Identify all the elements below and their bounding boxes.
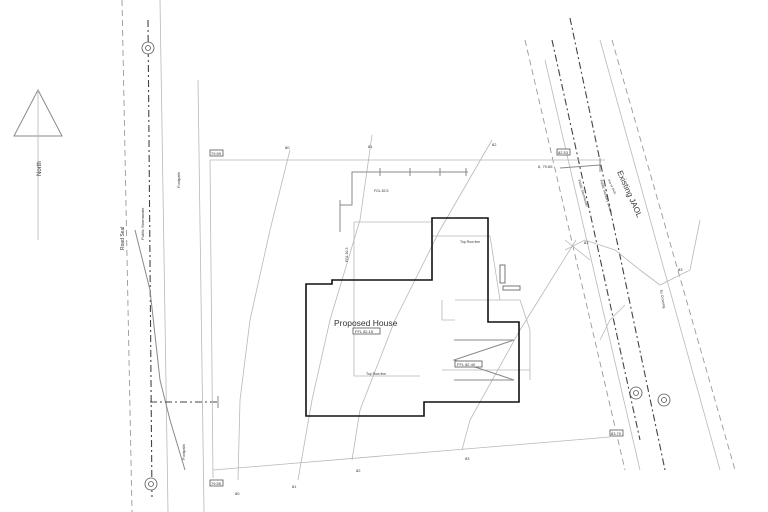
public-stormwater-right-label: Public Stormwater (577, 179, 589, 208)
existing-jaol-label: Existing JAOL (615, 169, 644, 219)
ffl-main-label: FFL 82.15 (355, 329, 374, 334)
ex-crossing-label: Ex Crossing (659, 289, 666, 308)
contour-81-top: 81 (368, 144, 373, 149)
stormwater-main-right (551, 39, 641, 441)
fgl-side-label: FGL 82.3 (345, 247, 349, 262)
top-row-line-lower: Top Row line (366, 372, 386, 376)
contour-labels: 80 81 82 83 83 80 81 82 83 (235, 142, 683, 496)
level-tl: 79.59 (211, 151, 222, 156)
contour-82-top: 82 (492, 142, 497, 147)
north-arrow: North (13, 88, 63, 240)
jaol-corridor-right: Existing JAOL line of JAOL Public Stormw… (524, 17, 736, 471)
public-stormwater-left-label: Public Stormwater (140, 207, 145, 240)
fgl-upper-label: FGL 82.5 (374, 189, 389, 193)
ffl-garage-label: FFL 82.40 (457, 362, 476, 367)
spot-levels: 79.59 82.53 79.55 83.70 6, 79.65 (209, 148, 624, 487)
level-tr: 82.53 (558, 150, 569, 155)
house-footprint (305, 217, 520, 417)
footpath-upper-label: Footpath (176, 172, 181, 188)
water-tank (499, 264, 506, 284)
contour-80-bottom: 80 (235, 491, 240, 496)
contour-83-right: 83 (584, 240, 589, 245)
road-corridor-left: Road Seal Public Stormwater Footpath Foo… (120, 0, 219, 512)
proposed-house-title: Proposed House (334, 318, 398, 328)
contour-81-bottom: 81 (292, 484, 297, 489)
north-label: North (37, 161, 43, 176)
jaol-small-label: line of JAOL (607, 179, 617, 196)
level-tr-dim: 6, 79.65 (538, 164, 553, 169)
contour-83-far: 83 (678, 267, 683, 272)
contour-lines (237, 134, 591, 481)
level-bl: 79.55 (211, 481, 222, 486)
road-seal-label: Road Seal (120, 227, 126, 250)
contour-82-bottom: 82 (356, 468, 361, 473)
proposed-house: Proposed House FFL 82.15 FFL 82.40 Top R… (305, 189, 531, 417)
fence-line (339, 168, 468, 232)
step (502, 285, 521, 291)
level-br: 83.70 (611, 431, 622, 436)
stormwater-main-left (147, 19, 153, 501)
top-row-line-upper: Top Row line (460, 240, 480, 244)
site-boundary (209, 158, 611, 479)
footpath-lower-label: Footpath (181, 444, 186, 460)
sanitary-sewer-main (569, 17, 666, 471)
contour-80-top: 80 (285, 145, 290, 150)
contour-83-bottom: 83 (465, 456, 470, 461)
